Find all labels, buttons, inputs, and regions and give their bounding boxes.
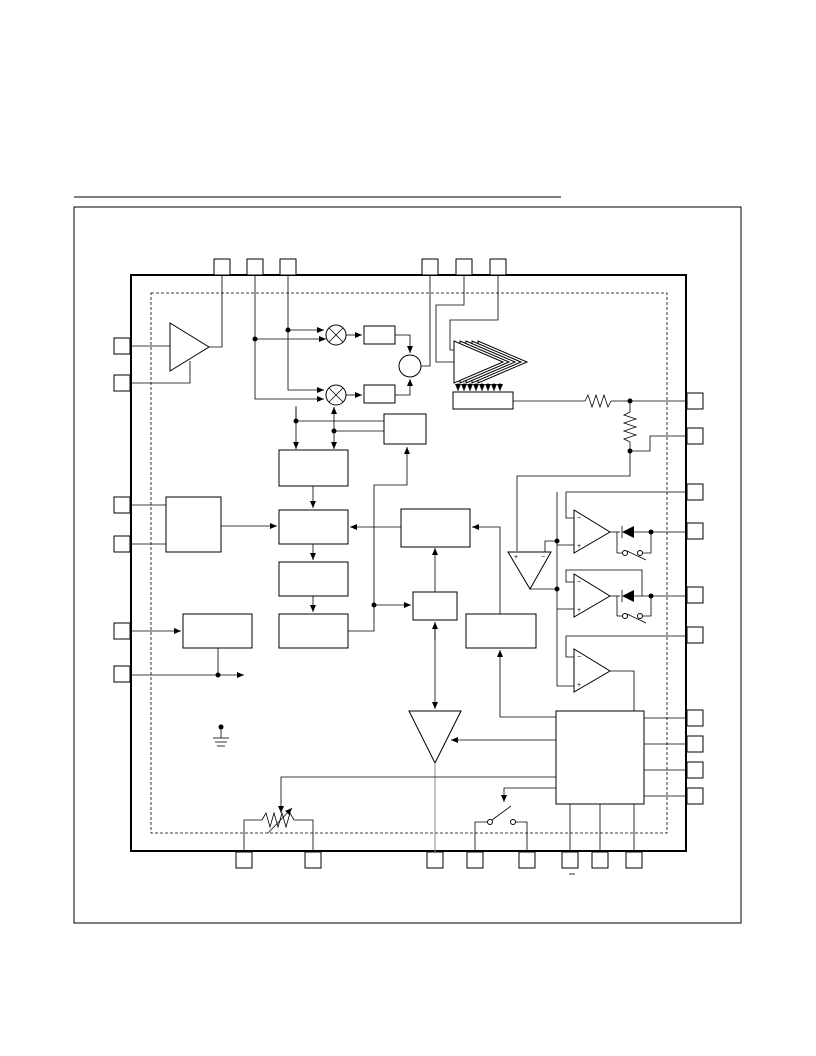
block-center-1 — [278, 449, 349, 487]
pin-bottom-8 — [625, 851, 643, 869]
pin-bottom-5 — [518, 851, 536, 869]
opamp-2-plus: + — [577, 607, 581, 614]
pin-right-1 — [686, 392, 704, 410]
pin-bottom-3 — [426, 851, 444, 869]
opamp-1-plus: + — [577, 543, 581, 550]
left-input-block — [165, 496, 222, 553]
block-center-3 — [278, 561, 349, 597]
pin-left-1 — [113, 337, 131, 355]
pin-left-6 — [113, 665, 131, 683]
pin-top-4 — [421, 258, 439, 276]
opamp-stage-3: − + — [565, 635, 687, 711]
pin-right-5 — [686, 586, 704, 604]
pin-right-7 — [686, 709, 704, 727]
right-mid-block — [465, 613, 537, 649]
chip-outline — [130, 274, 687, 852]
opamp-stage-2: − + — [557, 569, 687, 624]
comparator-plus: + — [514, 554, 518, 561]
input-amplifier — [130, 275, 223, 384]
pin-right-3 — [686, 483, 704, 501]
opamp-3-minus: − — [577, 654, 581, 661]
pin-right-8 — [686, 735, 704, 753]
pin-bottom-7 — [591, 851, 609, 869]
mixer-feed-lines — [252, 275, 326, 402]
right-pins — [686, 392, 704, 805]
output-amplifier — [408, 710, 462, 765]
pin-bottom-2 — [304, 851, 322, 869]
resistor-divider-icon — [513, 393, 687, 551]
block-center-4 — [278, 613, 349, 649]
comparator-minus: − — [541, 554, 545, 561]
phase-shift-block — [383, 413, 427, 445]
left-lower-block — [182, 613, 253, 649]
bottom-switch-icon — [474, 787, 556, 852]
filter-lower — [363, 384, 396, 404]
comparator: + − — [507, 538, 560, 592]
pin-bottom-4 — [466, 851, 484, 869]
top-pins — [213, 258, 507, 276]
figure-frame — [73, 206, 742, 924]
block-center-2 — [278, 509, 349, 545]
opamp-3-plus: + — [577, 682, 581, 689]
pin-left-2 — [113, 374, 131, 392]
pin-right-9 — [686, 761, 704, 779]
pin-left-5 — [113, 622, 131, 640]
variable-resistor-icon — [243, 776, 556, 852]
filter-upper — [363, 325, 396, 345]
dashed-boundary — [150, 292, 668, 834]
control-block — [400, 508, 471, 548]
pin-top-1 — [213, 258, 231, 276]
pin-top-6 — [489, 258, 507, 276]
pin-right-10 — [686, 787, 704, 805]
pin-bottom-6 — [561, 851, 579, 869]
pin-top-3 — [279, 258, 297, 276]
ground-icon — [213, 724, 229, 747]
summing-node — [398, 354, 422, 378]
pin-top-2 — [246, 258, 264, 276]
pin-bottom-1 — [235, 851, 253, 869]
bottom-pins — [235, 851, 643, 875]
mixer-upper — [325, 324, 347, 346]
center-node-block — [412, 591, 458, 621]
pin-right-6 — [686, 626, 704, 644]
pin-right-2 — [686, 427, 704, 445]
pin-right-4 — [686, 522, 704, 540]
pin-top-5 — [455, 258, 473, 276]
opamp-stage-1: − + — [556, 491, 687, 687]
logic-block — [555, 710, 645, 805]
opamp-1-minus: − — [577, 515, 581, 522]
opamp-2-minus: − — [577, 579, 581, 586]
mixer-lower — [325, 384, 347, 406]
pin-left-3 — [113, 496, 131, 514]
pin-left-4 — [113, 535, 131, 553]
left-pins — [113, 337, 131, 683]
dac-ladder-icon — [435, 275, 529, 410]
